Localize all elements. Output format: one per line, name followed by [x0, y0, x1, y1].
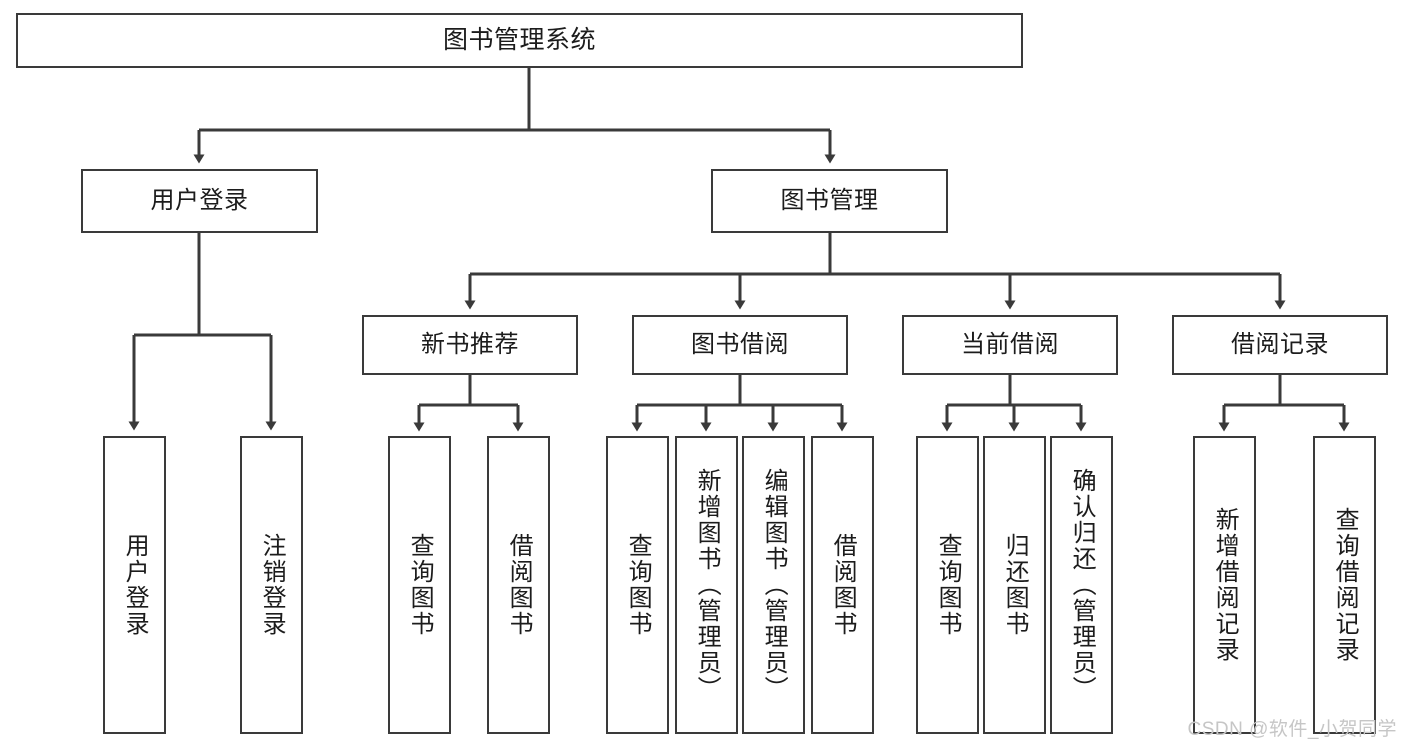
leaf-borrow-book-1-label: 借阅图书	[505, 533, 533, 637]
node-current-borrow[interactable]: 当前借阅	[902, 315, 1118, 375]
node-book-manage[interactable]: 图书管理	[711, 169, 948, 233]
leaf-borrow-book-2[interactable]: 借阅图书	[811, 436, 874, 734]
node-new-book-recommend-label: 新书推荐	[421, 330, 519, 358]
node-book-borrow-label: 图书借阅	[691, 330, 789, 358]
leaf-query-book-2-label: 查询图书	[624, 533, 652, 637]
leaf-user-login-label: 用户登录	[121, 533, 149, 637]
node-user-login-label: 用户登录	[150, 186, 249, 214]
leaf-return-book-label: 归还图书	[1001, 533, 1029, 637]
leaf-edit-book-label: 编辑图书（管理员）	[760, 468, 788, 702]
leaf-borrow-book-2-label: 借阅图书	[829, 533, 857, 637]
leaf-add-record[interactable]: 新增借阅记录	[1193, 436, 1256, 734]
node-borrow-record-label: 借阅记录	[1231, 330, 1329, 358]
leaf-borrow-book-1[interactable]: 借阅图书	[487, 436, 550, 734]
leaf-confirm-return[interactable]: 确认归还（管理员）	[1050, 436, 1113, 734]
node-root[interactable]: 图书管理系统	[16, 13, 1023, 68]
leaf-logout-label: 注销登录	[258, 533, 286, 637]
node-book-borrow[interactable]: 图书借阅	[632, 315, 848, 375]
leaf-return-book[interactable]: 归还图书	[983, 436, 1046, 734]
watermark: CSDN @软件_小贺同学	[1187, 719, 1397, 740]
leaf-query-record-label: 查询借阅记录	[1331, 507, 1359, 663]
node-new-book-recommend[interactable]: 新书推荐	[362, 315, 578, 375]
node-root-label: 图书管理系统	[442, 25, 596, 54]
leaf-add-book[interactable]: 新增图书（管理员）	[675, 436, 738, 734]
leaf-query-book-1-label: 查询图书	[406, 533, 434, 637]
leaf-query-book-2[interactable]: 查询图书	[606, 436, 669, 734]
node-user-login[interactable]: 用户登录	[81, 169, 318, 233]
leaf-add-book-label: 新增图书（管理员）	[693, 468, 721, 702]
node-book-manage-label: 图书管理	[780, 186, 879, 214]
leaf-confirm-return-label: 确认归还（管理员）	[1068, 468, 1096, 702]
leaf-logout[interactable]: 注销登录	[240, 436, 303, 734]
node-current-borrow-label: 当前借阅	[961, 330, 1059, 358]
leaf-query-book-3[interactable]: 查询图书	[916, 436, 979, 734]
leaf-user-login[interactable]: 用户登录	[103, 436, 166, 734]
node-borrow-record[interactable]: 借阅记录	[1172, 315, 1388, 375]
leaf-query-book-3-label: 查询图书	[934, 533, 962, 637]
leaf-query-record[interactable]: 查询借阅记录	[1313, 436, 1376, 734]
leaf-query-book-1[interactable]: 查询图书	[388, 436, 451, 734]
leaf-add-record-label: 新增借阅记录	[1211, 507, 1239, 663]
leaf-edit-book[interactable]: 编辑图书（管理员）	[742, 436, 805, 734]
